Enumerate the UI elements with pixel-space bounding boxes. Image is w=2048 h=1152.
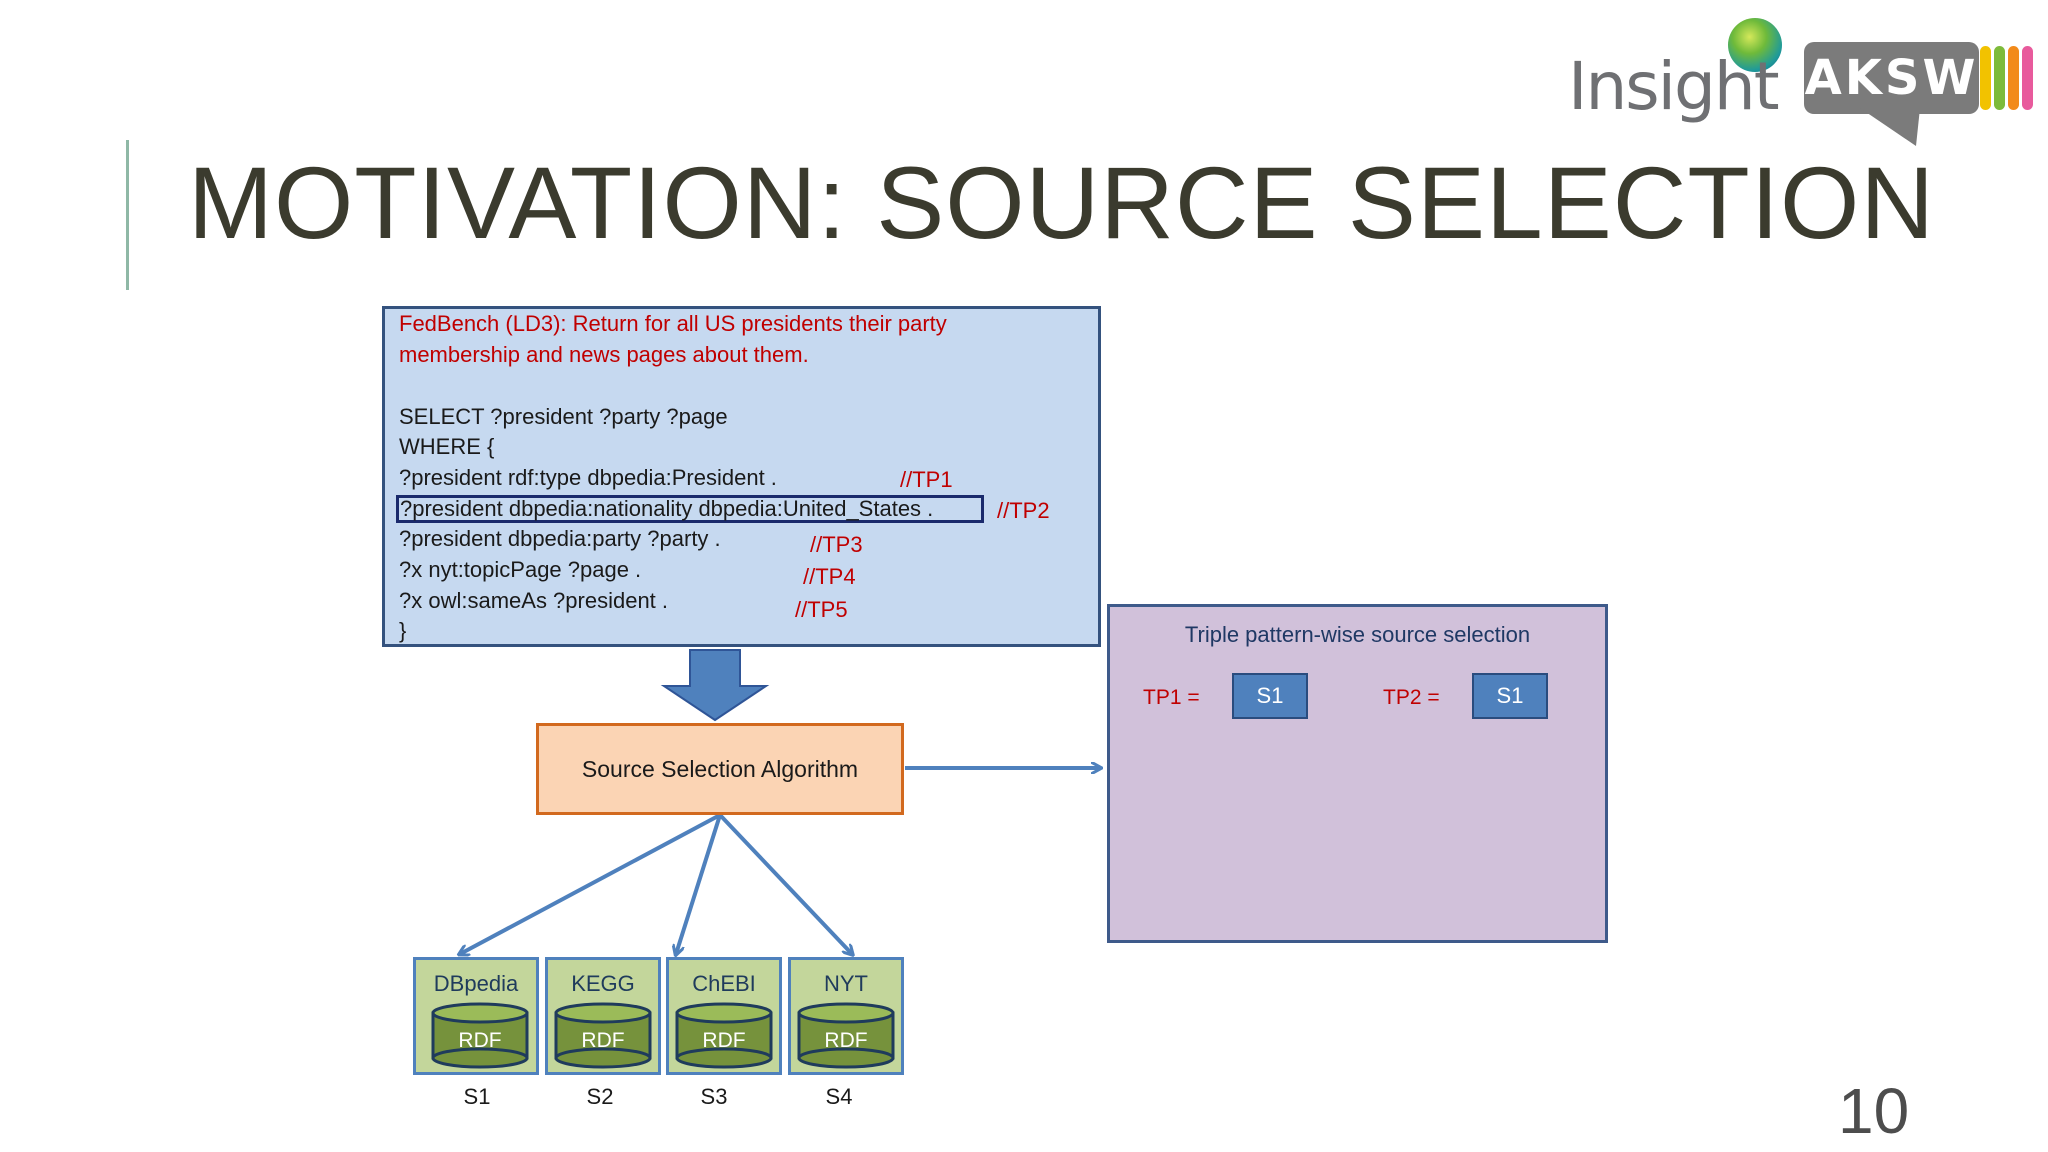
database-cylinder-icon-s3 (675, 1002, 773, 1069)
query-where-clause: WHERE { (399, 434, 495, 459)
triple-pattern-2-highlight (396, 495, 984, 523)
source-dbpedia-name: DBpedia (433, 971, 519, 996)
aksw-logo-text: AKSW (1804, 50, 1979, 106)
aksw-bar-yellow (1980, 46, 1991, 110)
aksw-bubble-tail (1860, 108, 1920, 146)
aksw-speech-bubble (1804, 42, 1979, 114)
source-kegg-id: S2 (586, 1084, 614, 1109)
source-kegg-name: KEGG (571, 971, 635, 996)
database-cylinder-icon-s1 (431, 1002, 529, 1069)
triple-pattern-3: ?president dbpedia:party ?party . (399, 526, 721, 551)
triple-pattern-5: ?x owl:sameAs ?president . (399, 588, 669, 613)
source-dbpedia-id: S1 (463, 1084, 491, 1109)
triple-pattern-3-tag: //TP3 (810, 532, 863, 557)
source-nyt-name: NYT (824, 971, 868, 996)
aksw-bar-green (1994, 46, 2005, 110)
source-selection-algorithm-box: Source Selection Algorithm (536, 723, 904, 815)
sparql-query-box (382, 306, 1101, 647)
algorithm-to-kegg-arrow (676, 814, 722, 954)
result-box-title: Triple pattern-wise source selection (1184, 622, 1531, 647)
triple-pattern-4: ?x nyt:topicPage ?page . (399, 557, 642, 582)
query-description-line-1: FedBench (LD3): Return for all US presid… (399, 311, 947, 336)
query-select-clause: SELECT ?president ?party ?page (399, 404, 728, 429)
aksw-bar-pink (2022, 46, 2033, 110)
database-cylinder-icon-s4 (797, 1002, 895, 1069)
triple-pattern-2-tag: //TP2 (997, 498, 1050, 523)
source-nyt-id: S4 (825, 1084, 853, 1109)
result-item-tp2-label: TP2 = (1383, 686, 1440, 709)
algorithm-to-nyt-arrow (718, 813, 852, 954)
database-cylinder-icon-s2 (554, 1002, 652, 1069)
title-accent-line (126, 140, 129, 290)
insight-logo-text: Insight (1568, 48, 1780, 125)
result-item-tp1-source: S1 (1232, 673, 1308, 719)
source-nyt-store: RDF (824, 1029, 868, 1052)
source-kegg-store: RDF (581, 1029, 625, 1052)
slide-title: MOTIVATION: SOURCE SELECTION (188, 146, 1936, 260)
algorithm-to-dbpedia-arrow (460, 813, 721, 954)
triple-pattern-1-tag: //TP1 (900, 467, 953, 492)
insight-logo: Insight (1560, 10, 1790, 130)
insight-logo-globe-icon (1728, 18, 1782, 72)
triple-pattern-5-tag: //TP5 (795, 597, 848, 622)
aksw-bar-orange (2008, 46, 2019, 110)
slide-page-number: 10 (1838, 1075, 1910, 1147)
source-chebi-store: RDF (702, 1029, 746, 1052)
triple-pattern-2: ?president dbpedia:nationality dbpedia:U… (400, 496, 934, 521)
triple-pattern-1: ?president rdf:type dbpedia:President . (399, 465, 777, 490)
source-selection-result-box (1107, 604, 1608, 943)
source-chebi-name: ChEBI (692, 971, 756, 996)
query-description-line-2: membership and news pages about them. (399, 342, 809, 367)
source-dbpedia-store: RDF (458, 1029, 502, 1052)
query-to-algorithm-arrow (660, 649, 770, 722)
result-item-tp2-source: S1 (1472, 673, 1548, 719)
result-item-tp1-label: TP1 = (1143, 686, 1200, 709)
triple-pattern-4-tag: //TP4 (803, 564, 856, 589)
query-closing-brace: } (399, 618, 407, 643)
source-chebi-id: S3 (700, 1084, 728, 1109)
